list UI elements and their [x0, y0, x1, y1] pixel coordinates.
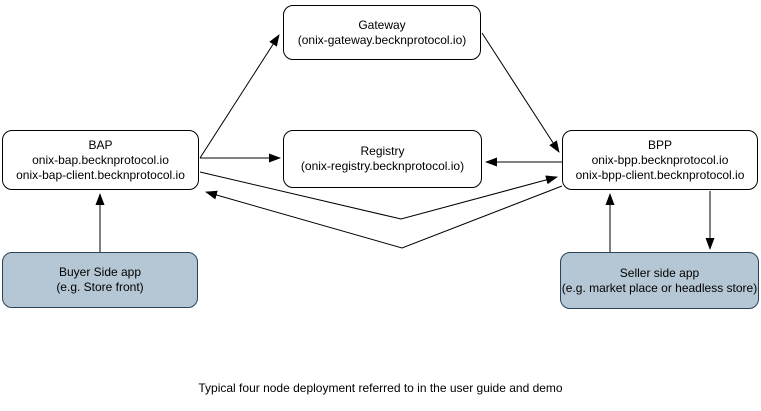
bap-title: BAP — [88, 137, 113, 152]
node-bpp: BPP onix-bpp.becknprotocol.io onix-bpp-c… — [562, 130, 758, 190]
registry-hostname: (onix-registry.becknprotocol.io) — [300, 159, 465, 173]
gateway-title: Gateway — [358, 17, 406, 32]
seller-app-title: Seller side app — [619, 265, 700, 280]
diagram-caption: Typical four node deployment referred to… — [198, 381, 563, 395]
bpp-hostname: onix-bpp.becknprotocol.io — [591, 152, 729, 167]
node-seller-side-app: Seller side app (e.g. market place or he… — [560, 252, 759, 309]
gateway-hostname: (onix-gateway.becknprotocol.io) — [297, 32, 467, 47]
buyer-app-title: Buyer Side app — [58, 265, 142, 279]
bpp-client-hostname: onix-bpp-client.becknprotocol.io — [575, 167, 745, 182]
buyer-app-example: (e.g. Store front) — [56, 280, 144, 294]
node-buyer-side-app: Buyer Side app (e.g. Store front) — [2, 252, 198, 308]
arrow-bap-to-gateway — [199, 34, 280, 159]
arrow-gateway-to-bpp — [481, 32, 560, 153]
bap-hostname: onix-bap.becknprotocol.io — [32, 152, 169, 167]
node-registry: Registry (onix-registry.becknprotocol.io… — [283, 130, 482, 188]
bpp-title: BPP — [647, 137, 672, 152]
seller-app-example: (e.g. market place or headless store) — [561, 280, 758, 295]
node-bap: BAP onix-bap.becknprotocol.io onix-bap-c… — [2, 130, 199, 190]
bap-client-hostname: onix-bap-client.becknprotocol.io — [16, 167, 185, 182]
arrow-bpp-to-bap — [205, 185, 563, 249]
registry-title: Registry — [360, 144, 405, 158]
node-gateway: Gateway (onix-gateway.becknprotocol.io) — [283, 5, 481, 60]
